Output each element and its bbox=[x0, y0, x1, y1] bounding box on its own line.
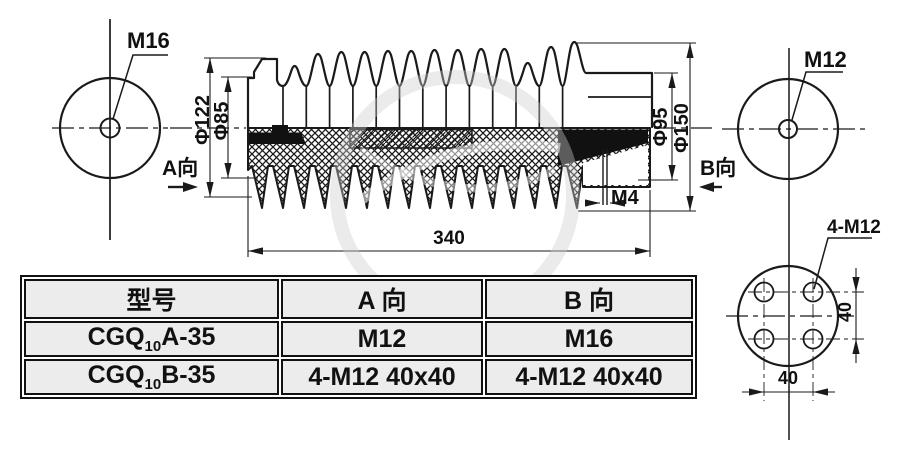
m4-label: M4 bbox=[611, 187, 639, 209]
bolt-spacing-h-label: 40 bbox=[777, 368, 799, 388]
a-view-arrow-head bbox=[183, 182, 198, 192]
m12-hole bbox=[778, 119, 798, 139]
view-b-label: B向 bbox=[700, 157, 737, 180]
dia-122-label: Φ122 bbox=[192, 95, 214, 145]
table-row: CGQ10B-35 4-M12 40x40 4-M12 40x40 bbox=[24, 359, 693, 395]
dia-95-label: Φ95 bbox=[650, 107, 672, 147]
m16-hole bbox=[99, 117, 121, 139]
col-header-b: B 向 bbox=[485, 279, 693, 319]
cell-a-2: 4-M12 40x40 bbox=[281, 359, 483, 395]
m12-leader-line bbox=[791, 71, 843, 121]
flange-bolt-view bbox=[726, 264, 864, 401]
col-header-model: 型号 bbox=[24, 279, 279, 319]
cell-b-2: 4-M12 40x40 bbox=[485, 359, 693, 395]
table-row: CGQ10A-35 M12 M16 bbox=[24, 321, 693, 357]
left-end-view bbox=[52, 19, 168, 240]
bolt-spacing-v-label: 40 bbox=[835, 301, 855, 323]
cell-b-1: M16 bbox=[485, 321, 693, 357]
length-340-label: 340 bbox=[433, 228, 465, 249]
cell-model-1: CGQ10A-35 bbox=[24, 321, 279, 357]
dia-150-label: Φ150 bbox=[671, 103, 693, 153]
bolt-hole bbox=[753, 281, 775, 303]
shed-profile-outline bbox=[246, 40, 654, 130]
b-view-arrow-head bbox=[699, 182, 714, 192]
right-block-clear bbox=[583, 145, 648, 185]
col-header-a: A 向 bbox=[281, 279, 483, 319]
end-face-circle bbox=[58, 76, 162, 180]
view-arrows bbox=[168, 182, 722, 192]
cell-model-2: CGQ10B-35 bbox=[24, 359, 279, 395]
shed-root-lines bbox=[282, 87, 564, 128]
view-a-label: A向 bbox=[162, 157, 199, 180]
bolt-pattern-label: 4-M12 bbox=[827, 217, 881, 238]
end-face-circle bbox=[736, 77, 840, 181]
right-end-view bbox=[722, 48, 868, 440]
left-metal-nub bbox=[272, 125, 288, 133]
spec-table: 型号 A 向 B 向 CGQ10A-35 M12 M16 CGQ10B-35 4… bbox=[20, 275, 697, 399]
bolt-hole bbox=[802, 281, 824, 303]
bolt-leader-line bbox=[813, 237, 872, 290]
m12-label: M12 bbox=[804, 47, 847, 72]
metal-wedge bbox=[558, 129, 648, 166]
m16-leader-line bbox=[112, 54, 168, 120]
bolt-hole bbox=[802, 328, 824, 350]
table-header-row: 型号 A 向 B 向 bbox=[24, 279, 693, 319]
core-hatch-bar bbox=[349, 128, 473, 149]
cell-a-1: M12 bbox=[281, 321, 483, 357]
m16-label: M16 bbox=[127, 28, 170, 53]
bolt-hole bbox=[753, 328, 775, 350]
left-metal-strip bbox=[249, 132, 306, 144]
dimension-lines bbox=[204, 42, 872, 396]
dia-85-label: Φ85 bbox=[211, 101, 233, 141]
